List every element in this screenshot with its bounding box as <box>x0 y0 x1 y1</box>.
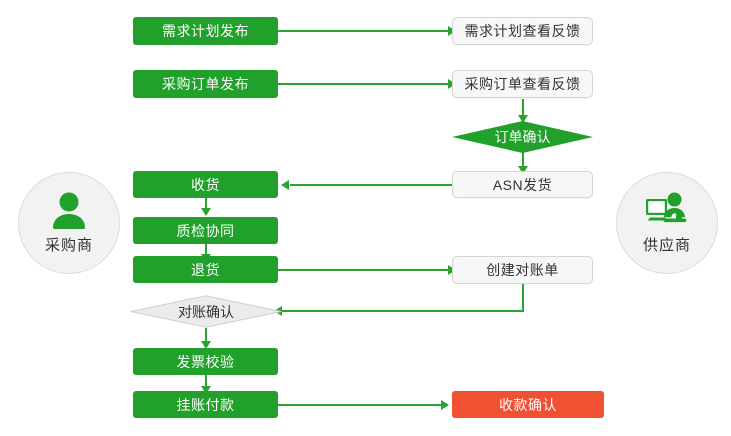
arrowhead-quality-collab <box>201 208 211 216</box>
node-label: 收货 <box>191 176 220 193</box>
edge-invoice-to-payment <box>205 375 207 390</box>
arrowhead-payable-payment <box>201 386 211 394</box>
edge-create-statement-to-statement-confirm <box>282 310 524 312</box>
node-create-statement[interactable]: 创建对账单 <box>452 256 593 284</box>
node-order-confirm[interactable]: 订单确认 <box>452 121 593 153</box>
edge-return-to-create-statement <box>278 269 450 271</box>
node-asn-shipment[interactable]: ASN发货 <box>452 171 593 198</box>
arrowhead-asn-shipment <box>518 166 528 174</box>
arrowhead-goods-receipt <box>281 180 289 190</box>
arrowhead-receipt-confirm <box>441 400 449 410</box>
arrowhead-invoice-verify <box>201 341 211 349</box>
node-label: ASN发货 <box>492 176 553 193</box>
node-payable-payment[interactable]: 挂账付款 <box>133 391 278 418</box>
person-at-computer-icon <box>646 192 687 223</box>
node-label: 创建对账单 <box>486 262 559 278</box>
edge-asn-to-goods-receipt <box>290 184 455 186</box>
edge-order-confirm-to-asn <box>522 152 524 171</box>
role-buyer[interactable]: 采购商 <box>18 172 120 274</box>
edge-po-feedback-to-order-confirm <box>522 99 524 119</box>
node-label: 发票校验 <box>176 353 235 370</box>
node-label: 采购订单发布 <box>162 76 249 92</box>
node-invoice-verify[interactable]: 发票校验 <box>133 348 278 375</box>
node-po-publish[interactable]: 采购订单发布 <box>133 70 278 98</box>
role-label: 供应商 <box>642 237 691 254</box>
role-supplier[interactable]: 供应商 <box>616 172 718 274</box>
person-icon <box>53 192 85 229</box>
edge-statement-confirm-to-invoice <box>205 328 207 345</box>
node-label: 质检协同 <box>176 222 235 239</box>
edge-create-statement-down <box>522 284 524 312</box>
node-quality-collab[interactable]: 质检协同 <box>133 217 278 244</box>
node-statement-confirm[interactable]: 对账确认 <box>130 295 282 328</box>
diamond-shape-green <box>452 121 593 153</box>
node-label: 对账确认 <box>178 303 234 320</box>
node-label: 采购订单查看反馈 <box>464 76 581 92</box>
role-label: 采购商 <box>44 237 93 254</box>
edge-goods-receipt-to-quality <box>205 198 207 212</box>
node-demand-plan-publish[interactable]: 需求计划发布 <box>133 17 278 45</box>
node-label: 需求计划查看反馈 <box>464 23 581 39</box>
node-label: 挂账付款 <box>176 396 235 413</box>
edge-quality-to-return <box>205 244 207 258</box>
node-label: 需求计划发布 <box>162 23 249 39</box>
node-demand-plan-feedback[interactable]: 需求计划查看反馈 <box>452 17 593 45</box>
node-label: 收款确认 <box>499 396 557 413</box>
node-goods-receipt[interactable]: 收货 <box>133 171 278 198</box>
edge-payment-to-receipt-confirm <box>278 404 443 406</box>
arrowhead-order-confirm <box>518 115 528 123</box>
node-return-goods[interactable]: 退货 <box>133 256 278 283</box>
edge-po-publish-to-feedback <box>278 83 450 85</box>
diamond-shape-gray <box>130 295 282 328</box>
node-label: 订单确认 <box>494 129 551 145</box>
edge-demand-plan-publish-to-feedback <box>278 30 450 32</box>
node-receipt-confirm[interactable]: 收款确认 <box>452 391 604 418</box>
node-label: 退货 <box>191 261 220 278</box>
node-po-feedback[interactable]: 采购订单查看反馈 <box>452 70 593 98</box>
